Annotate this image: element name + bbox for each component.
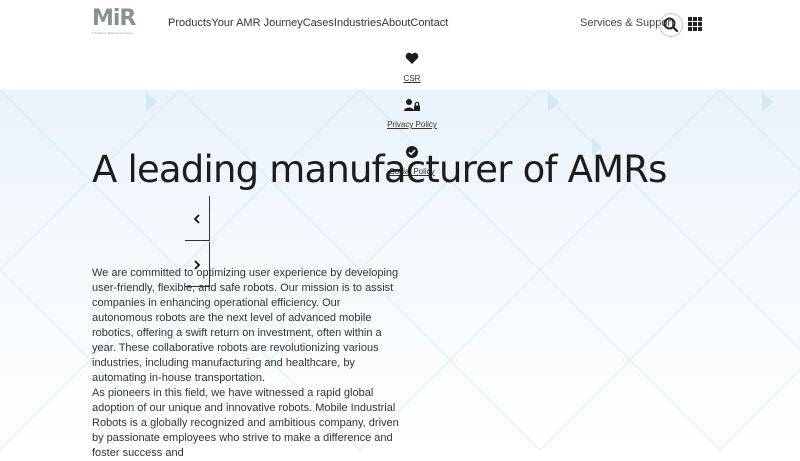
grid-dot: [698, 22, 702, 26]
search-icon: [659, 13, 683, 37]
heart-icon: [372, 52, 452, 68]
grid-dot: [698, 27, 702, 31]
chevron-right-icon: [194, 260, 201, 270]
mir-logo[interactable]: MiR A Teradyne Robotics Company: [92, 8, 144, 38]
logo-wordmark: MiR: [92, 6, 136, 31]
nav-products[interactable]: Products: [168, 17, 212, 29]
services-support-link[interactable]: Services & Support: [580, 17, 675, 29]
dropdown-item-social-policy[interactable]: Social Policy: [372, 145, 452, 179]
grid-dot: [693, 22, 697, 26]
grid-dot: [693, 27, 697, 31]
hero-pattern: [0, 90, 800, 450]
grid-dot: [688, 17, 692, 21]
user-lock-icon: [372, 98, 452, 114]
nav-cases[interactable]: Cases: [302, 17, 334, 29]
grid-dot: [688, 27, 692, 31]
main-nav: Products Your AMR Journey Cases Industri…: [168, 17, 448, 29]
nav-industries[interactable]: Industries: [333, 17, 382, 29]
dropdown-item-label: CSR: [403, 74, 421, 83]
hero-paragraph-1: We are committed to optimizing user expe…: [92, 267, 399, 384]
nav-about[interactable]: About: [381, 17, 411, 29]
site-header: MiR A Teradyne Robotics Company Products…: [0, 0, 800, 50]
hero-headline: A leading manufacturer of AMRs: [92, 148, 667, 191]
carousel-next-button[interactable]: [185, 242, 210, 287]
dropdown-item-privacy-policy[interactable]: Privacy Policy: [372, 98, 452, 132]
grid-dot: [688, 22, 692, 26]
grid-dot: [698, 17, 702, 21]
app-grid-menu-button[interactable]: [688, 17, 702, 31]
chevron-left-icon: [193, 214, 200, 224]
logo-tagline: A Teradyne Robotics Company: [92, 31, 134, 35]
grid-dot: [693, 17, 697, 21]
dropdown-item-label: Privacy Policy: [387, 120, 437, 129]
search-button[interactable]: [658, 12, 684, 38]
nav-amr-journey[interactable]: Your AMR Journey: [211, 17, 303, 29]
carousel-prev-button[interactable]: [185, 196, 210, 241]
nav-contact[interactable]: Contact: [410, 17, 449, 29]
hero-background: [0, 90, 800, 450]
badge-check-icon: [372, 145, 452, 161]
dropdown-item-csr[interactable]: CSR: [372, 52, 452, 86]
dropdown-item-label: Social Policy: [389, 167, 435, 176]
